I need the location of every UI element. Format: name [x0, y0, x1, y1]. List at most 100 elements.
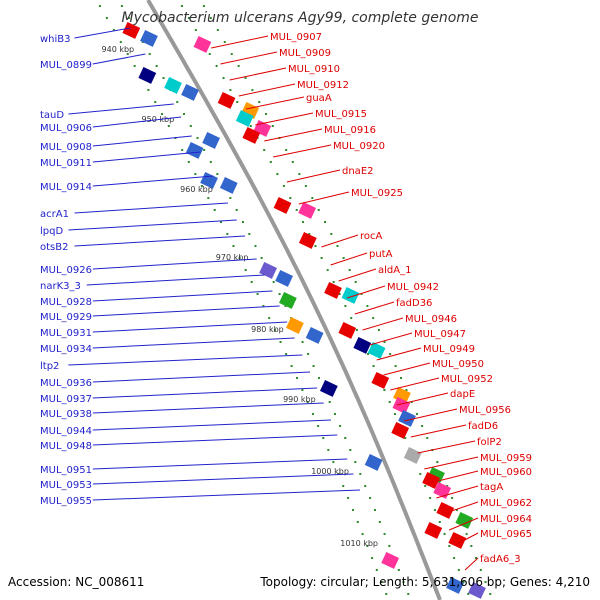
gene-feature[interactable]	[398, 410, 416, 427]
gene-feature[interactable]	[140, 30, 158, 47]
right-gene-label[interactable]: rocA	[360, 231, 383, 242]
gene-feature[interactable]	[392, 397, 411, 414]
gene-feature[interactable]	[286, 317, 304, 334]
gene-feature[interactable]	[353, 337, 372, 354]
gene-feature[interactable]	[446, 577, 464, 594]
right-gene-label[interactable]: MUL_0912	[297, 80, 349, 91]
left-gene-label[interactable]: ltp2	[40, 361, 59, 372]
gene-feature[interactable]	[217, 92, 236, 109]
left-gene-label[interactable]: MUL_0931	[40, 328, 92, 339]
left-gene-label[interactable]: MUL_0936	[40, 378, 92, 389]
right-gene-label[interactable]: MUL_0910	[288, 64, 340, 75]
left-gene-label[interactable]: MUL_0914	[40, 182, 92, 193]
gene-feature[interactable]	[403, 447, 422, 464]
gene-feature[interactable]	[298, 202, 317, 219]
right-gene-label[interactable]: fadD6	[468, 421, 498, 432]
left-gene-label[interactable]: MUL_0926	[40, 265, 92, 276]
gene-feature[interactable]	[122, 22, 141, 39]
left-gene-label[interactable]: MUL_0908	[40, 142, 92, 153]
gene-feature[interactable]	[273, 197, 292, 214]
gene-feature[interactable]	[202, 132, 220, 149]
gene-feature[interactable]	[279, 292, 297, 309]
left-gene-label[interactable]: narK3_3	[40, 281, 81, 292]
gene-feature[interactable]	[364, 454, 383, 471]
right-gene-label[interactable]: folP2	[477, 437, 502, 448]
gene-feature[interactable]	[235, 110, 254, 127]
right-gene-label[interactable]: MUL_0909	[279, 48, 331, 59]
left-gene-label[interactable]: lpqD	[40, 226, 63, 237]
gene-feature[interactable]	[242, 127, 261, 144]
track-dot	[404, 437, 407, 439]
track-dot	[314, 245, 317, 247]
right-gene-label[interactable]: guaA	[306, 93, 332, 104]
right-gene-label[interactable]: MUL_0964	[480, 514, 532, 525]
gene-feature[interactable]	[275, 270, 293, 287]
gene-feature[interactable]	[138, 67, 157, 84]
left-gene-label[interactable]: MUL_0937	[40, 394, 92, 405]
gene-feature[interactable]	[367, 342, 386, 359]
gene-feature[interactable]	[391, 422, 410, 439]
left-gene-label[interactable]: whiB3	[40, 34, 71, 45]
left-gene-label[interactable]: MUL_0944	[40, 426, 92, 437]
gene-feature[interactable]	[341, 287, 360, 304]
right-gene-label[interactable]: MUL_0925	[351, 188, 403, 199]
right-gene-label[interactable]: MUL_0942	[387, 282, 439, 293]
left-gene-label[interactable]: MUL_0929	[40, 312, 92, 323]
left-gene-label[interactable]: MUL_0953	[40, 480, 92, 491]
right-gene-label[interactable]: tagA	[480, 482, 503, 493]
right-gene-label[interactable]: MUL_0965	[480, 529, 532, 540]
gene-feature[interactable]	[219, 177, 238, 194]
right-gene-label[interactable]: MUL_0959	[480, 453, 532, 464]
right-gene-label[interactable]: MUL_0956	[459, 405, 511, 416]
left-gene-label[interactable]: MUL_0951	[40, 465, 92, 476]
gene-feature[interactable]	[185, 142, 204, 159]
gene-feature[interactable]	[324, 282, 342, 299]
gene-feature[interactable]	[338, 322, 357, 339]
gene-feature[interactable]	[468, 582, 486, 599]
right-gene-label[interactable]: MUL_0950	[432, 359, 484, 370]
left-gene-label[interactable]: MUL_0899	[40, 60, 92, 71]
right-gene-label[interactable]: fadA6_3	[480, 554, 521, 565]
right-gene-label[interactable]: putA	[369, 249, 393, 260]
gene-feature[interactable]	[181, 84, 199, 101]
gene-feature[interactable]	[371, 372, 390, 389]
left-gene-label[interactable]: MUL_0955	[40, 496, 92, 507]
right-gene-label[interactable]: MUL_0949	[423, 344, 475, 355]
gene-feature[interactable]	[319, 380, 338, 397]
gene-labels: whiB3MUL_0899tauDMUL_0906MUL_0908MUL_091…	[40, 27, 532, 571]
right-gene-label[interactable]: MUL_0907	[270, 32, 322, 43]
gene-feature[interactable]	[436, 502, 455, 519]
gene-feature[interactable]	[422, 472, 440, 489]
right-gene-label[interactable]: MUL_0947	[414, 329, 466, 340]
gene-feature[interactable]	[424, 522, 443, 539]
gene-feature[interactable]	[381, 552, 400, 569]
left-gene-label[interactable]: MUL_0928	[40, 297, 92, 308]
left-gene-label[interactable]: MUL_0934	[40, 344, 92, 355]
left-gene-label[interactable]: tauD	[40, 110, 64, 121]
left-gene-label[interactable]: MUL_0911	[40, 158, 92, 169]
right-gene-label[interactable]: dnaE2	[342, 166, 374, 177]
left-gene-label[interactable]: MUL_0948	[40, 441, 92, 452]
right-gene-label[interactable]: MUL_0960	[480, 467, 532, 478]
right-gene-label[interactable]: MUL_0920	[333, 141, 385, 152]
gene-feature[interactable]	[164, 77, 182, 94]
right-leader-line	[424, 456, 479, 470]
right-gene-label[interactable]: MUL_0916	[324, 125, 376, 136]
right-gene-label[interactable]: MUL_0962	[480, 498, 532, 509]
right-gene-label[interactable]: dapE	[450, 389, 475, 400]
left-gene-label[interactable]: otsB2	[40, 242, 68, 253]
right-gene-label[interactable]: MUL_0915	[315, 109, 367, 120]
gene-feature[interactable]	[448, 532, 467, 549]
right-gene-label[interactable]: fadD36	[396, 298, 432, 309]
gene-feature[interactable]	[298, 232, 317, 249]
left-gene-label[interactable]: MUL_0938	[40, 409, 92, 420]
gene-feature[interactable]	[455, 512, 474, 529]
left-gene-label[interactable]: acrA1	[40, 209, 69, 220]
gene-feature[interactable]	[305, 327, 324, 344]
right-gene-label[interactable]: MUL_0952	[441, 374, 493, 385]
gene-feature[interactable]	[193, 36, 212, 53]
gene-feature[interactable]	[259, 262, 277, 279]
left-gene-label[interactable]: MUL_0906	[40, 123, 92, 134]
right-gene-label[interactable]: MUL_0946	[405, 314, 457, 325]
right-gene-label[interactable]: aldA_1	[378, 265, 411, 276]
